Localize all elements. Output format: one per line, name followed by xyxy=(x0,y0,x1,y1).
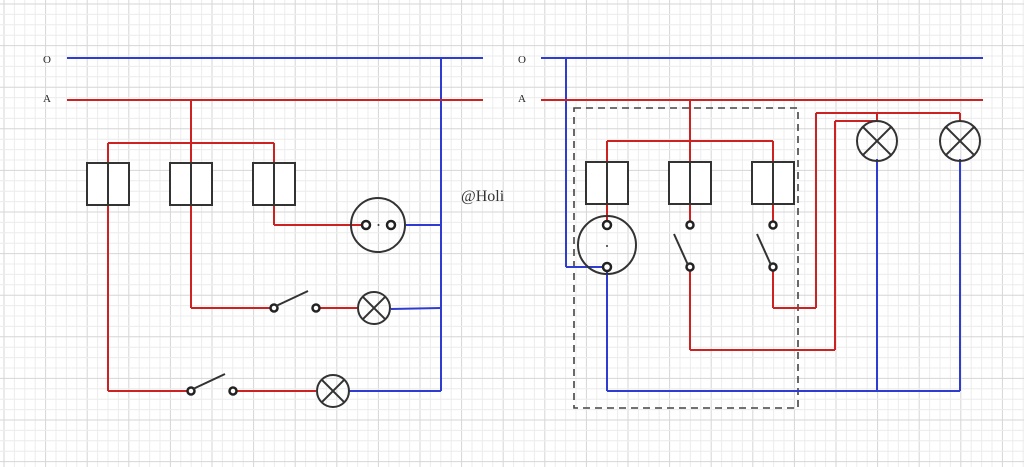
left-switch-upper xyxy=(269,290,321,313)
left-fuse-row xyxy=(86,162,296,206)
right-lamp-1 xyxy=(856,120,898,162)
right-phase-label: A xyxy=(518,93,526,105)
left-socket-outlet xyxy=(350,197,406,253)
right-switch-left xyxy=(673,220,695,272)
fuse-1 xyxy=(86,162,130,206)
right-fuse-row xyxy=(585,161,795,205)
fuse-5 xyxy=(668,161,712,205)
left-lamp-lower xyxy=(316,374,350,408)
fuse-6 xyxy=(751,161,795,205)
fuse-3 xyxy=(252,162,296,206)
left-phase-label: A xyxy=(43,93,51,105)
right-socket-outlet xyxy=(577,215,637,275)
right-neutral-label: O xyxy=(518,54,526,66)
left-lamp-upper xyxy=(357,291,391,325)
left-neutral-wiring xyxy=(67,57,483,392)
left-phase-wiring xyxy=(67,99,483,392)
right-circuit-diagram: O A xyxy=(518,54,983,409)
fuse-2 xyxy=(169,162,213,206)
left-switch-lower xyxy=(186,373,238,396)
watermark: @Holi xyxy=(461,188,505,205)
distribution-board-outline xyxy=(573,107,799,409)
fuse-4 xyxy=(585,161,629,205)
right-lamp-2 xyxy=(939,120,981,162)
right-neutral-wiring xyxy=(541,57,983,392)
left-circuit-diagram: O A xyxy=(43,54,483,408)
right-switch-right xyxy=(756,220,778,272)
left-neutral-label: O xyxy=(43,54,51,66)
